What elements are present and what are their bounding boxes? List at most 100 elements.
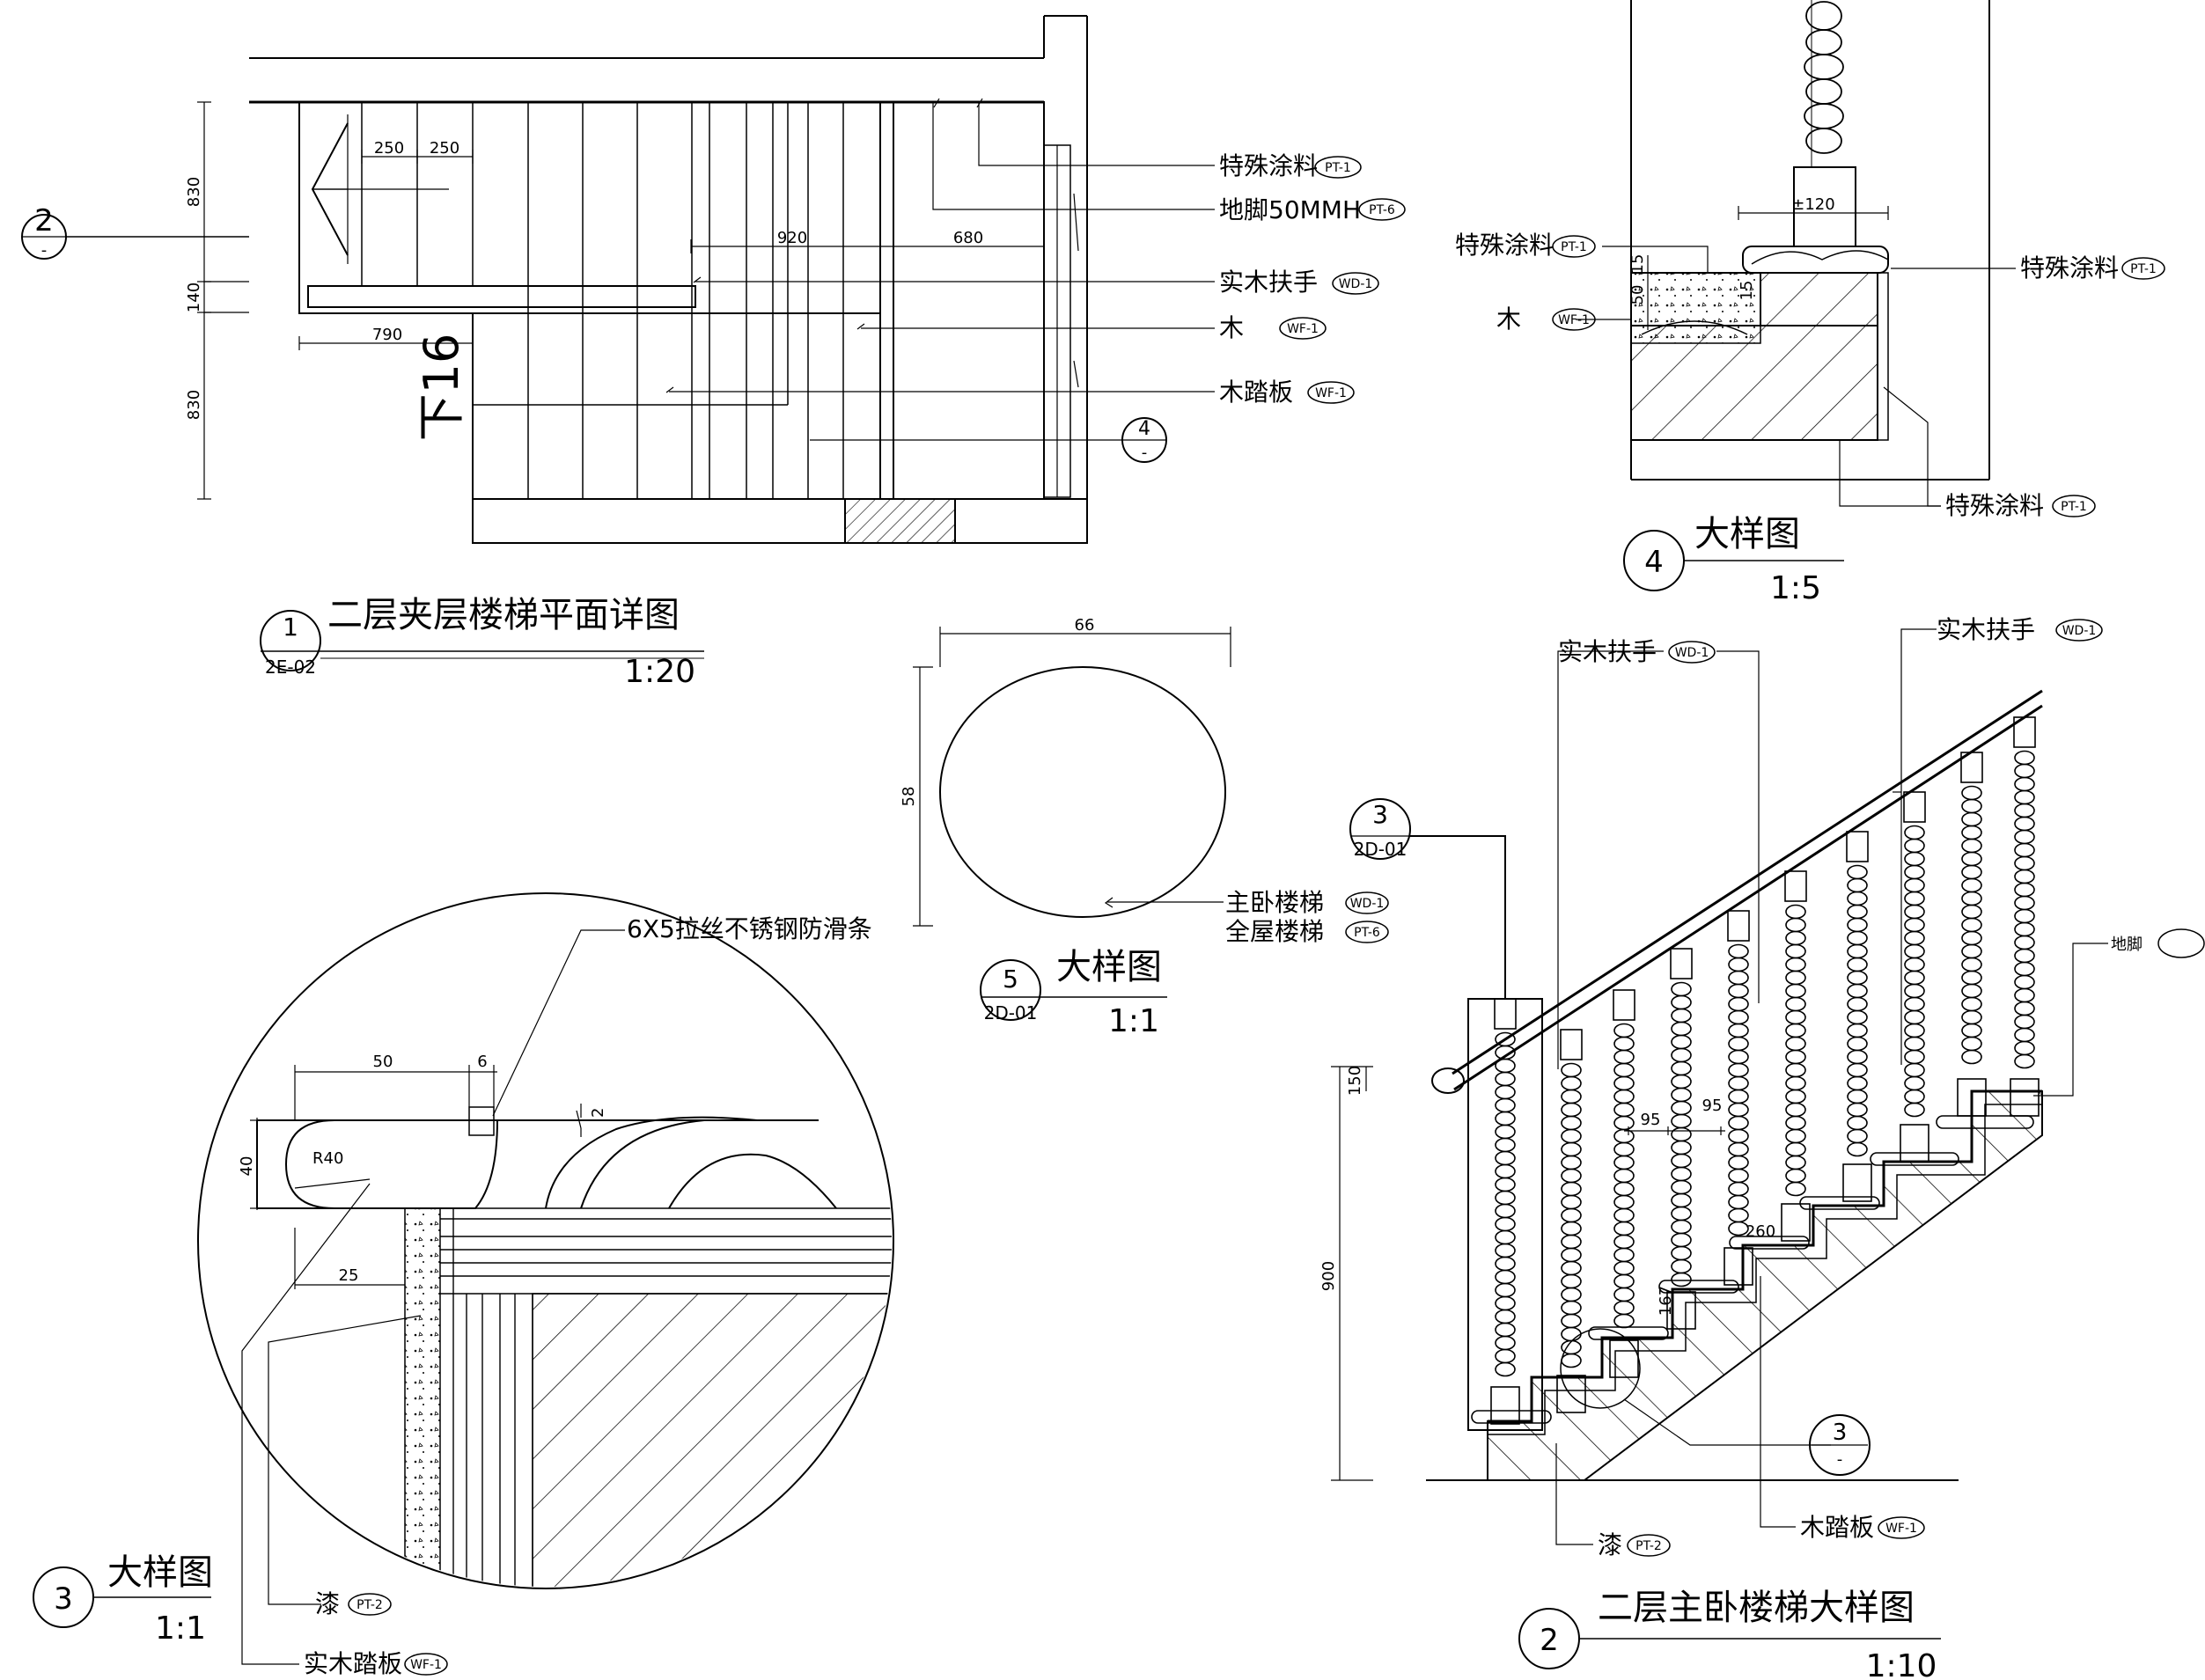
baluster-bead (1847, 864, 1868, 880)
baluster-bead (1495, 1335, 1516, 1351)
callout-text: 地脚50MMH (1219, 195, 1361, 224)
title-marker-num: 1 (283, 613, 298, 642)
baluster-bead (1495, 1243, 1516, 1258)
baluster-bead (1728, 1194, 1749, 1210)
baluster-bead (1671, 1192, 1692, 1208)
title-marker-num: 2 (1540, 1623, 1559, 1658)
dim-40: 40 (238, 1156, 256, 1177)
baluster-bead (1495, 1150, 1516, 1166)
baluster-bead (1904, 825, 1925, 840)
baluster-bead (1613, 1313, 1635, 1329)
baluster-bead (1961, 930, 1982, 946)
baluster-bead (1904, 877, 1925, 893)
dim-167: 167 (1657, 1286, 1675, 1316)
baluster-bead (1561, 1062, 1582, 1078)
drawing-title: 二层主卧楼梯大样图 (1598, 1588, 1915, 1628)
detail-mark-4-sub: - (1142, 444, 1148, 462)
baluster-bead (1961, 864, 1982, 880)
baluster-bead (1495, 1216, 1516, 1232)
baluster-bead (1613, 1260, 1635, 1276)
baluster-bead (1495, 1229, 1516, 1245)
baluster-bead (1785, 1115, 1806, 1131)
baluster-bead (2014, 895, 2035, 911)
baluster-bead (1785, 1141, 1806, 1157)
baluster-bead (2014, 776, 2035, 792)
baluster-bead (1728, 1009, 1749, 1025)
section-mark-sub: - (1837, 1450, 1843, 1469)
baluster-bead (2014, 882, 2035, 898)
callout-text: 实木扶手 (1219, 268, 1318, 297)
baluster-bead (1671, 994, 1692, 1010)
baluster-base (1781, 1203, 1811, 1242)
baluster-bead (2014, 816, 2035, 832)
callout-text: 特殊涂料 (1945, 491, 2044, 520)
baluster-bead (1961, 1009, 1982, 1025)
callout-tag: PT-1 (1561, 240, 1587, 254)
baluster-bead (2014, 908, 2035, 924)
dim-260: 260 (1746, 1222, 1775, 1241)
baluster-bead (1561, 1128, 1582, 1144)
baluster-bead (1561, 1194, 1582, 1210)
baluster-bead (1613, 1075, 1635, 1091)
baluster-bead (1671, 1021, 1692, 1037)
callout-tag: PT-2 (1635, 1539, 1662, 1553)
callout-tag: WD-1 (2062, 624, 2097, 638)
dim-height: 58 (900, 787, 918, 807)
baluster-bead (1613, 1062, 1635, 1078)
baluster-bead (1904, 917, 1925, 933)
dim-25: 25 (339, 1266, 359, 1285)
baluster-bead (1561, 1102, 1582, 1118)
drawing-5-text: 66 58 主卧楼梯 WD-1 全屋楼梯 PT-6 5 2D-01 大样图 1:… (900, 616, 1389, 1039)
baluster-bead (2014, 855, 2035, 871)
callout-text: 特殊涂料 (1455, 231, 1554, 260)
baluster-bead (1495, 1295, 1516, 1311)
baluster-base (1666, 1291, 1696, 1330)
baluster-bead (1847, 930, 1868, 946)
baluster-base (1556, 1375, 1586, 1413)
callout-text: 木踏板 (1219, 378, 1293, 407)
drawing-4-text: ±120 15 50 15 特殊涂料 PT-1 木 WF-1 特殊涂料 PT-1… (1455, 195, 2165, 606)
baluster-bead (1961, 1023, 1982, 1038)
baluster-bead (2014, 842, 2035, 858)
baluster-bead (1961, 943, 1982, 959)
baluster-bead (1904, 891, 1925, 906)
title-marker-num: 3 (54, 1581, 73, 1617)
baluster-bead (1561, 1300, 1582, 1316)
dim-c: 15 (1738, 281, 1756, 301)
baluster-bead (1847, 957, 1868, 972)
baluster-cap (1903, 791, 1926, 823)
baluster-bead (1613, 1023, 1635, 1038)
baluster-bead (1671, 1219, 1692, 1235)
baluster-bead (1613, 1247, 1635, 1263)
baluster-bead (1613, 1036, 1635, 1052)
baluster-bead (1847, 970, 1868, 986)
baluster-bead (1495, 1322, 1516, 1338)
baluster-bead (1495, 1071, 1516, 1087)
dim-width: 66 (1075, 616, 1095, 635)
baluster-bead (1671, 1272, 1692, 1288)
baluster-bead (2014, 987, 2035, 1003)
dim-790: 790 (372, 326, 402, 344)
down-label: 下16 (414, 334, 469, 442)
baluster-bead (1847, 1075, 1868, 1091)
baluster-bead (1847, 1049, 1868, 1065)
baluster-bead (1961, 811, 1982, 827)
baluster-bead (1847, 983, 1868, 999)
baluster-bead (1785, 1102, 1806, 1118)
baluster-bead (1728, 1102, 1749, 1118)
baluster-bead (1613, 1049, 1635, 1065)
baluster-bead (1561, 1181, 1582, 1197)
baluster-bead (1961, 996, 1982, 1012)
baluster-bead (1561, 1221, 1582, 1236)
baluster-bead (1904, 838, 1925, 854)
baluster-bead (2014, 1053, 2035, 1069)
baluster-bead (1561, 1326, 1582, 1342)
baluster-bead (1495, 1282, 1516, 1298)
baluster-bead (1561, 1273, 1582, 1289)
baluster-bead (1728, 1023, 1749, 1038)
baluster-bead (1495, 1203, 1516, 1219)
baluster-bead (1495, 1256, 1516, 1272)
baluster-bead (1613, 1128, 1635, 1144)
drawing-5-detail (913, 627, 1231, 1021)
